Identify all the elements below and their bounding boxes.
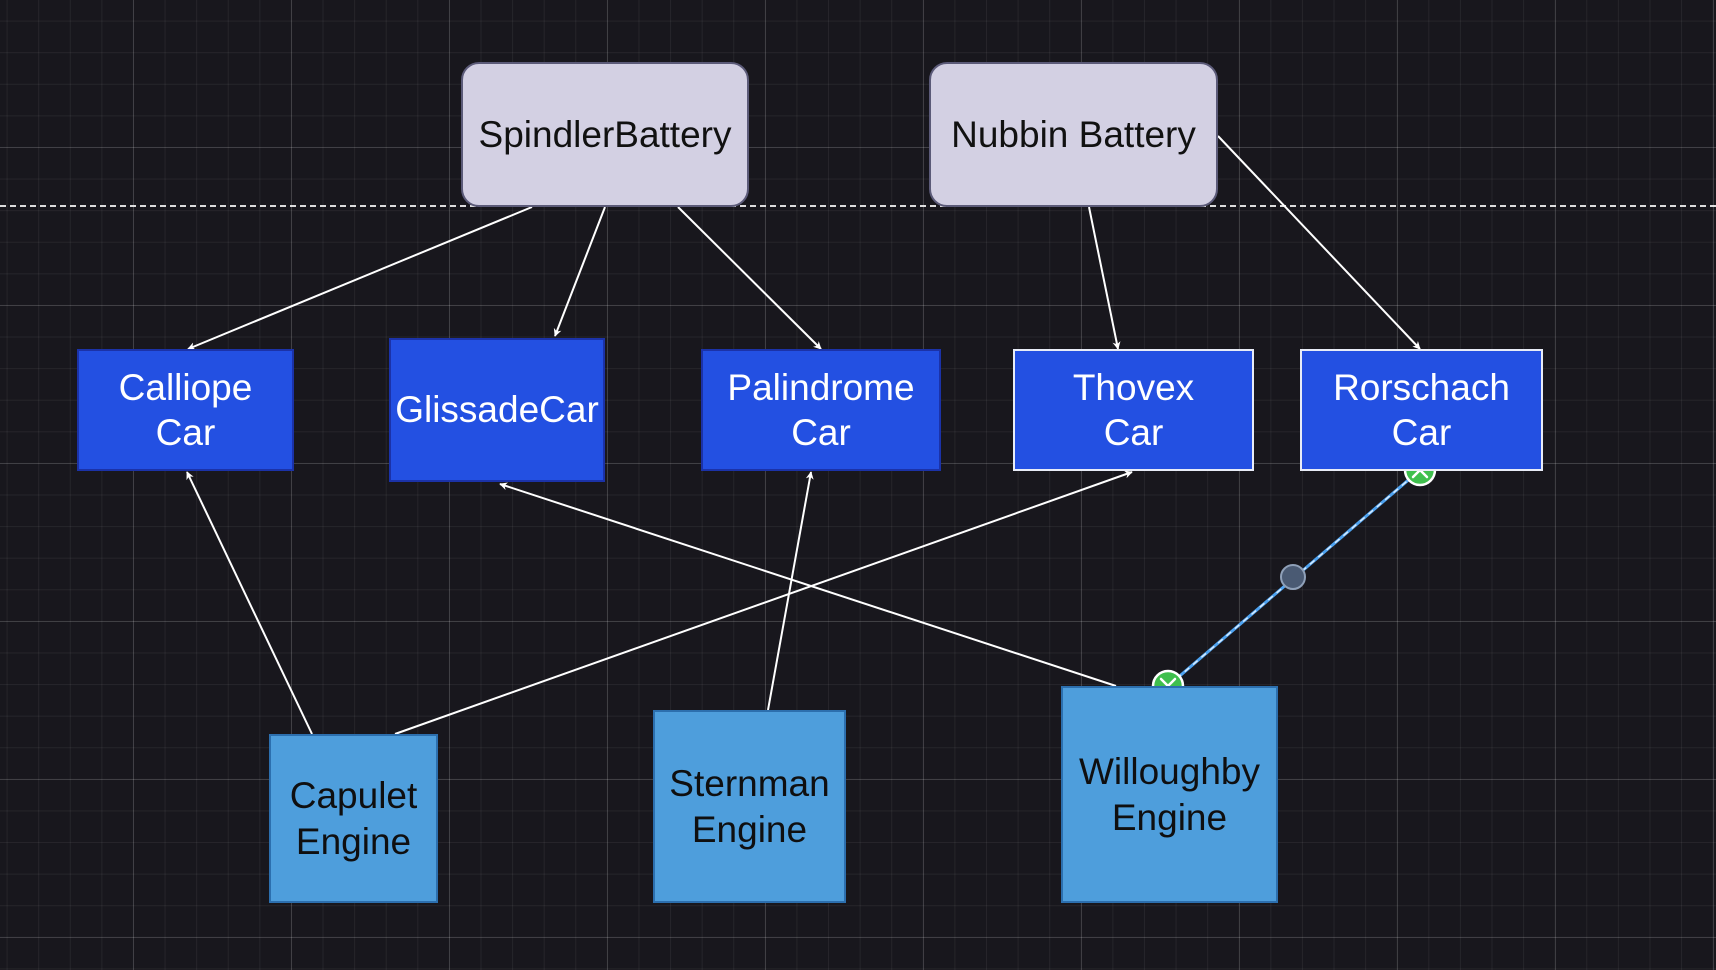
node-label: Sternman Engine [669,763,830,850]
edge-sternman-to-palindrome[interactable] [767,471,814,711]
edge-spindler-to-glissade[interactable] [553,206,606,337]
edge-spindler-to-palindrome[interactable] [677,206,822,350]
node-calliope-car[interactable]: Calliope Car [77,349,294,471]
edge-capulet-to-thovex[interactable] [394,470,1133,735]
node-spindler-battery[interactable]: SpindlerBattery [461,62,749,207]
node-capulet-engine[interactable]: Capulet Engine [269,734,438,903]
edge-capulet-to-calliope[interactable] [186,471,313,735]
edge-waypoint-handle[interactable] [1280,564,1306,590]
node-label: Palindrome Car [727,366,915,454]
node-label: SpindlerBattery [478,113,732,155]
node-label: Capulet Engine [289,775,418,862]
node-glissade-car[interactable]: GlissadeCar [389,338,605,482]
edge-nubbin-to-rorschach[interactable] [1217,135,1421,350]
node-nubbin-battery[interactable]: Nubbin Battery [929,62,1218,207]
node-sternman-engine[interactable]: Sternman Engine [653,710,846,903]
node-label: Thovex Car [1072,366,1195,454]
node-label: Nubbin Battery [951,113,1196,155]
edge-nubbin-to-thovex[interactable] [1088,206,1121,350]
swimlane-divider [0,205,1716,207]
node-palindrome-car[interactable]: Palindrome Car [701,349,941,471]
node-label: GlissadeCar [395,389,599,431]
node-rorschach-car[interactable]: Rorschach Car [1300,349,1543,471]
node-label: Calliope Car [118,366,253,454]
node-label: Rorschach Car [1333,366,1510,454]
node-label: Willoughby Engine [1079,751,1260,838]
edge-spindler-to-calliope[interactable] [187,206,533,350]
edge-willoughby-to-glissade[interactable] [499,482,1117,687]
node-willoughby-engine[interactable]: Willoughby Engine [1061,686,1278,903]
node-thovex-car[interactable]: Thovex Car [1013,349,1254,471]
